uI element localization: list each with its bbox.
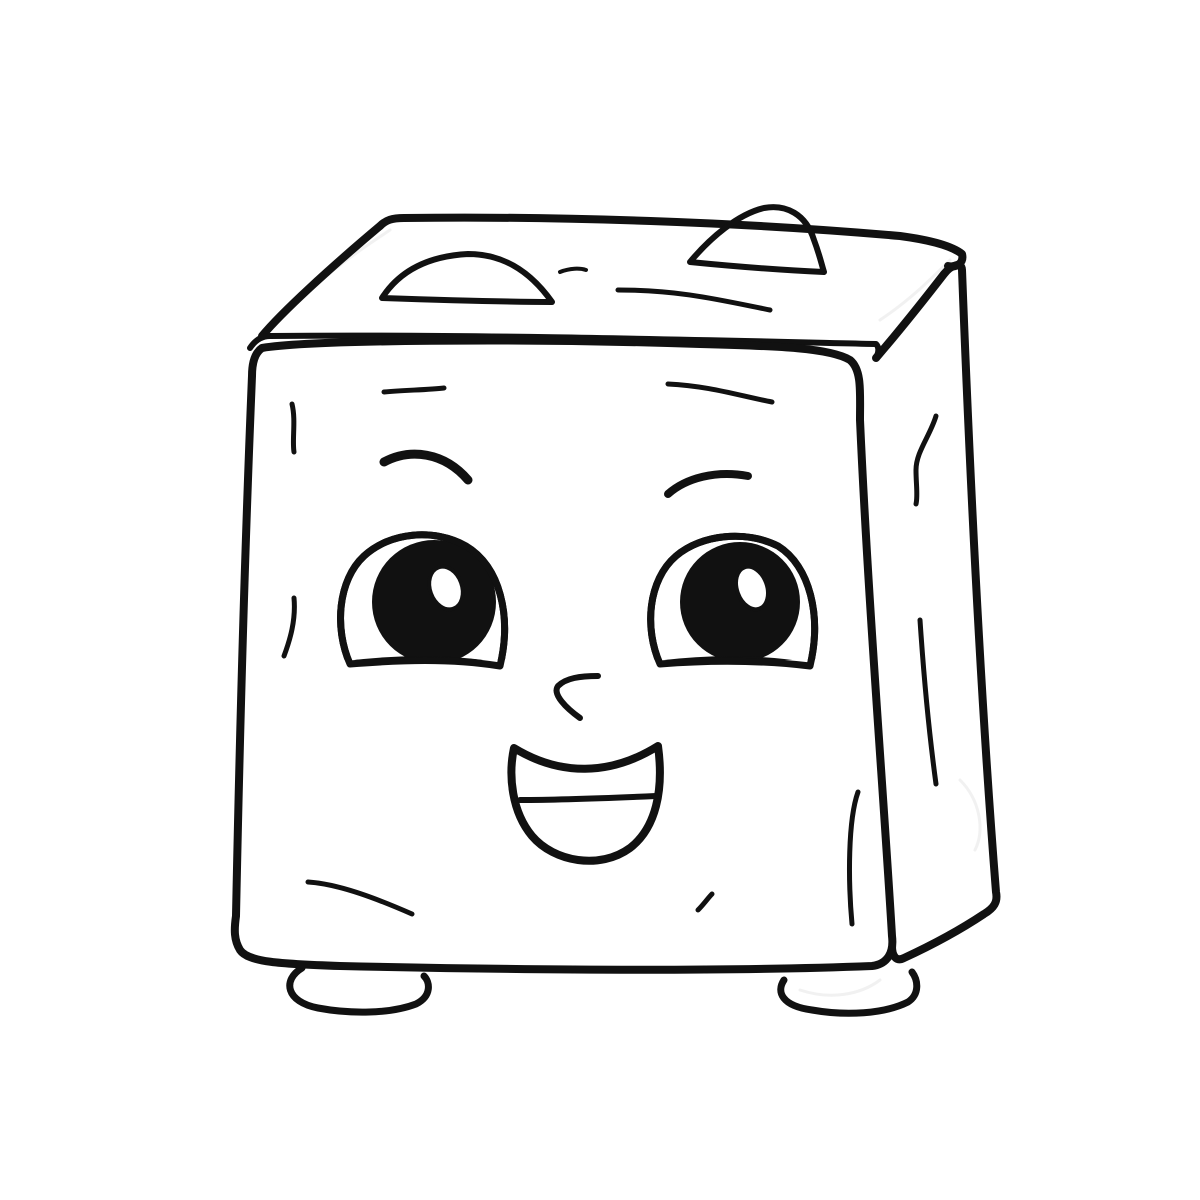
face-texture-stroke: [695, 891, 715, 913]
side-texture-stroke: [847, 789, 861, 927]
watermark-stroke: [878, 258, 952, 322]
right-pupil: [680, 542, 800, 662]
left-eye-highlight: [427, 564, 465, 612]
top-texture-stroke: [615, 287, 773, 313]
left-foot: [286, 964, 432, 1016]
face-texture-stroke: [281, 595, 297, 659]
left-eye-rim: [337, 531, 509, 670]
side-texture-stroke: [917, 617, 939, 787]
right-foot: [777, 968, 921, 1017]
right-eye-rim: [647, 532, 819, 670]
watermark-stroke: [298, 228, 392, 302]
mouth: [507, 742, 664, 865]
cube-top: [258, 213, 967, 340]
left-ear: [379, 251, 555, 305]
face-texture-stroke: [381, 385, 447, 395]
watermark-stroke: [958, 778, 982, 852]
left-eyebrow: [379, 449, 473, 485]
cube-front-face: [230, 336, 897, 974]
face-texture-stroke: [665, 381, 775, 405]
face-texture-stroke: [305, 879, 415, 917]
side-texture-stroke: [913, 413, 939, 507]
right-eyebrow: [664, 470, 752, 498]
cube-right-side: [872, 261, 1001, 964]
right-eye-highlight: [734, 564, 770, 612]
nose: [553, 673, 601, 721]
right-ear: [687, 204, 827, 275]
top-texture-stroke: [558, 266, 588, 274]
face-texture-stroke: [289, 401, 297, 455]
mouth-teeth-line: [517, 793, 659, 803]
watermark-stroke: [798, 978, 882, 997]
